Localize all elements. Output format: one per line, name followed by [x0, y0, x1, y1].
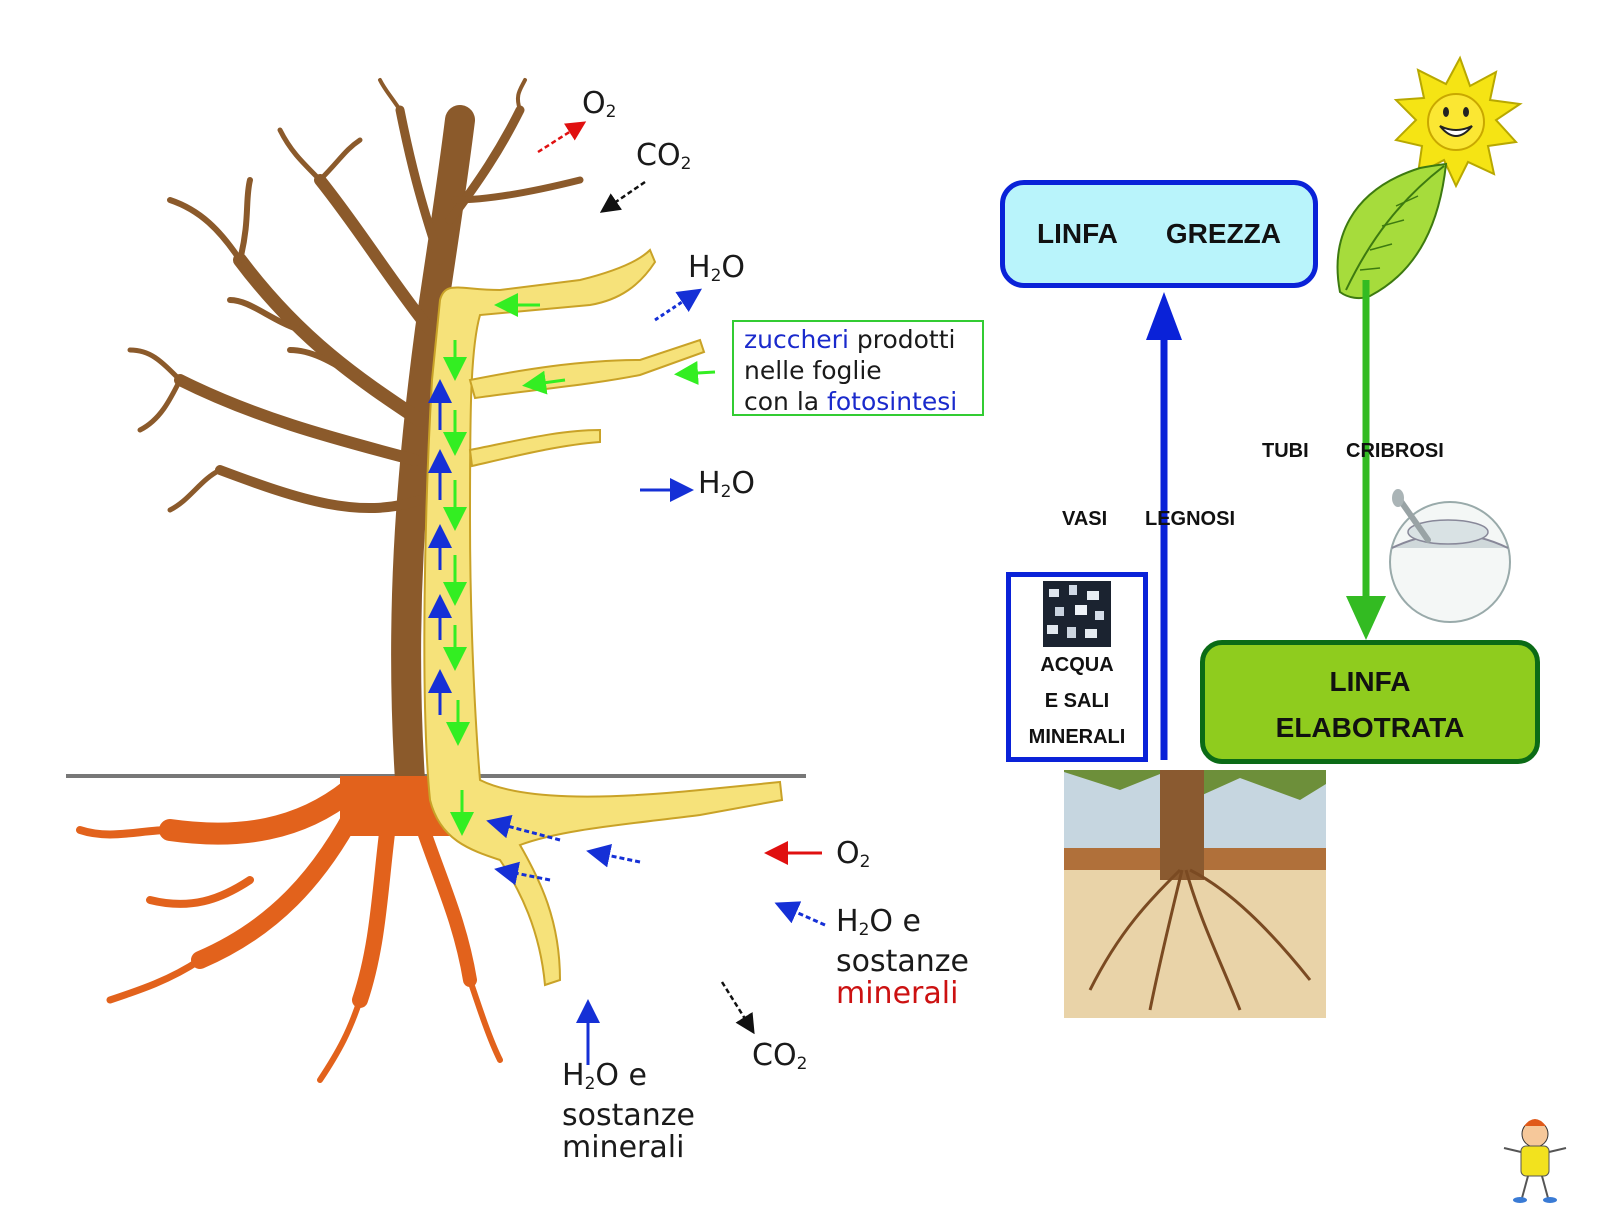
salt-crystals-image [1043, 581, 1111, 647]
cribrosi-label: CRIBROSI [1346, 440, 1444, 462]
fotosintesi-word: fotosintesi [827, 387, 958, 416]
o2-root-label: O2 [836, 836, 871, 872]
sugar-note-box: zuccheri prodotti nelle foglie con la fo… [732, 320, 984, 416]
tree-roots-photo [1064, 770, 1326, 1018]
zuccheri-word: zuccheri [744, 325, 849, 354]
co2-top-arrow [599, 180, 646, 213]
h2o-right-label: H2O e sostanze minerali [836, 904, 969, 1011]
h2o-upper-label: H2O [688, 250, 746, 286]
vasi-legnosi-arrowhead [1146, 292, 1182, 340]
tubi-label: TUBI [1262, 440, 1309, 462]
concept-map-graphics [1064, 55, 1567, 1203]
co2-top-label: CO2 [636, 138, 692, 174]
linfa-elaborata-box: LINFA ELABOTRATA [1200, 640, 1540, 764]
co2-bottom-arrow [720, 981, 755, 1035]
tree-illustration [66, 78, 826, 1083]
linfa-grezza-box: LINFA GREZZA [1000, 180, 1318, 288]
h2o-middle-label: H2O [698, 466, 756, 502]
h2o-bottom-label: H2O e sostanze minerali [562, 1058, 695, 1165]
blue-sap-arrows [428, 288, 826, 1065]
mascot-icon [1503, 1119, 1567, 1203]
linfa-grezza-word2: GREZZA [1165, 218, 1281, 249]
sun-icon [1393, 55, 1523, 189]
tubi-cribrosi-arrowhead [1346, 596, 1386, 640]
leaf-icon [1336, 162, 1448, 300]
o2-top-arrow [537, 121, 587, 154]
legnosi-label: LEGNOSI [1145, 508, 1236, 530]
vasi-label: VASI [1062, 508, 1108, 530]
sap-channel [423, 248, 784, 987]
sugar-bowl-icon [1389, 489, 1511, 623]
tree-crown [127, 78, 584, 795]
co2-bottom-label: CO2 [752, 1038, 808, 1074]
linfa-grezza-word1: LINFA [1037, 218, 1118, 249]
acqua-sali-box: ACQUA E SALI MINERALI [1006, 572, 1148, 762]
green-sap-arrows [443, 293, 716, 836]
o2-top-label: O2 [582, 86, 617, 122]
